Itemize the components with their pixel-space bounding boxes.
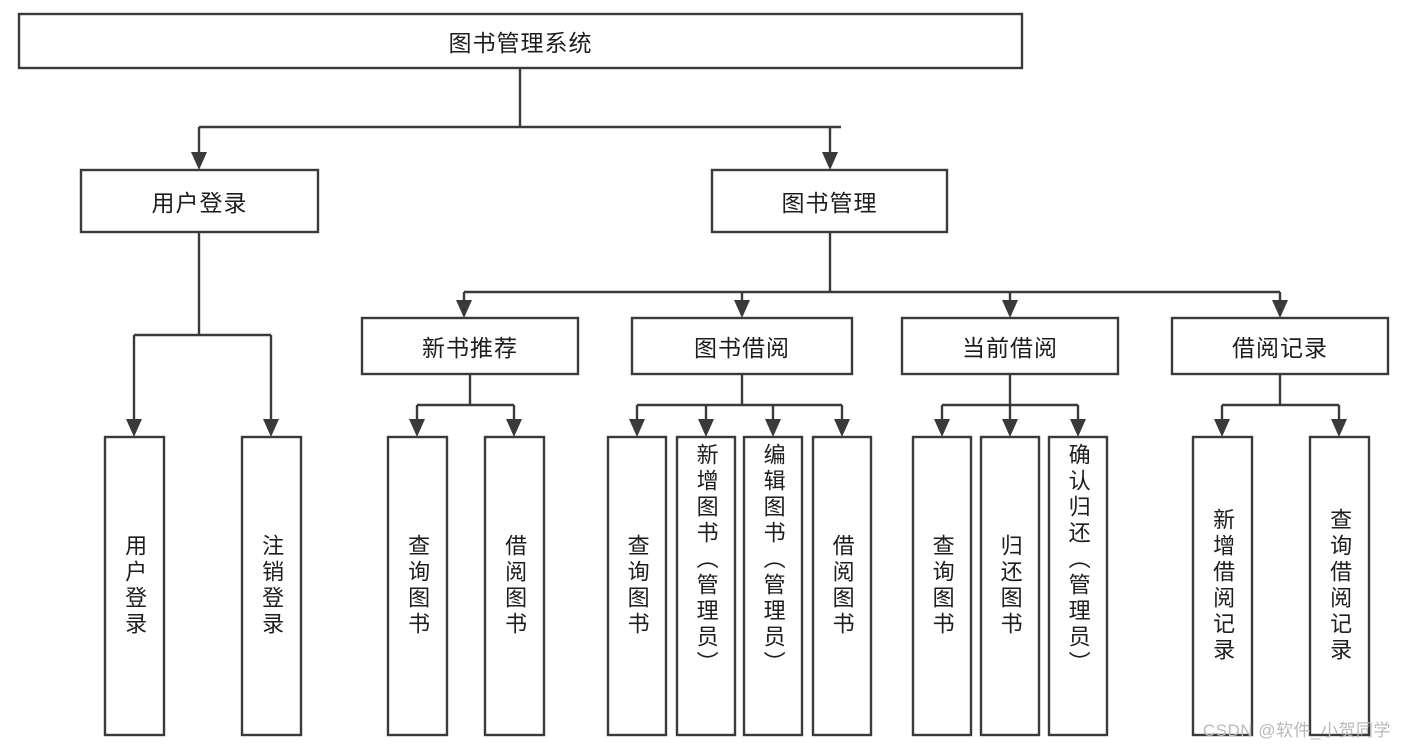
connector-current-to-leaves	[934, 374, 1086, 437]
connector-record-to-leaves	[1214, 374, 1347, 437]
leaf-record-0[interactable]	[1191, 435, 1254, 737]
node-borrow-record[interactable]	[1170, 316, 1390, 376]
leaf-borrow-1[interactable]	[675, 435, 737, 737]
node-book-management[interactable]	[710, 168, 949, 234]
connector-root-to-level2	[191, 68, 841, 170]
node-current-borrow[interactable]	[900, 316, 1120, 376]
leaf-current-2[interactable]	[1047, 435, 1109, 737]
connector-bookmgmt-to-level3	[456, 232, 1288, 318]
node-book-borrow[interactable]	[630, 316, 854, 376]
leaf-new-book-1[interactable]	[483, 435, 546, 737]
leaf-current-1[interactable]	[979, 435, 1041, 737]
connector-newbook-to-leaves	[409, 374, 522, 437]
node-new-book-recommend[interactable]	[360, 316, 580, 376]
connector-userlogin-to-leaves	[126, 232, 279, 437]
node-user-login[interactable]	[79, 168, 320, 234]
leaf-current-0[interactable]	[911, 435, 973, 737]
leaf-new-book-0[interactable]	[386, 435, 449, 737]
leaf-user-login-0[interactable]	[103, 435, 166, 737]
leaf-record-1[interactable]	[1308, 435, 1371, 737]
leaf-user-login-1[interactable]	[240, 435, 303, 737]
leaf-borrow-0[interactable]	[606, 435, 668, 737]
leaf-borrow-2[interactable]	[742, 435, 804, 737]
connector-borrow-to-leaves	[629, 374, 850, 437]
leaf-borrow-3[interactable]	[811, 435, 873, 737]
node-root[interactable]	[17, 12, 1024, 70]
